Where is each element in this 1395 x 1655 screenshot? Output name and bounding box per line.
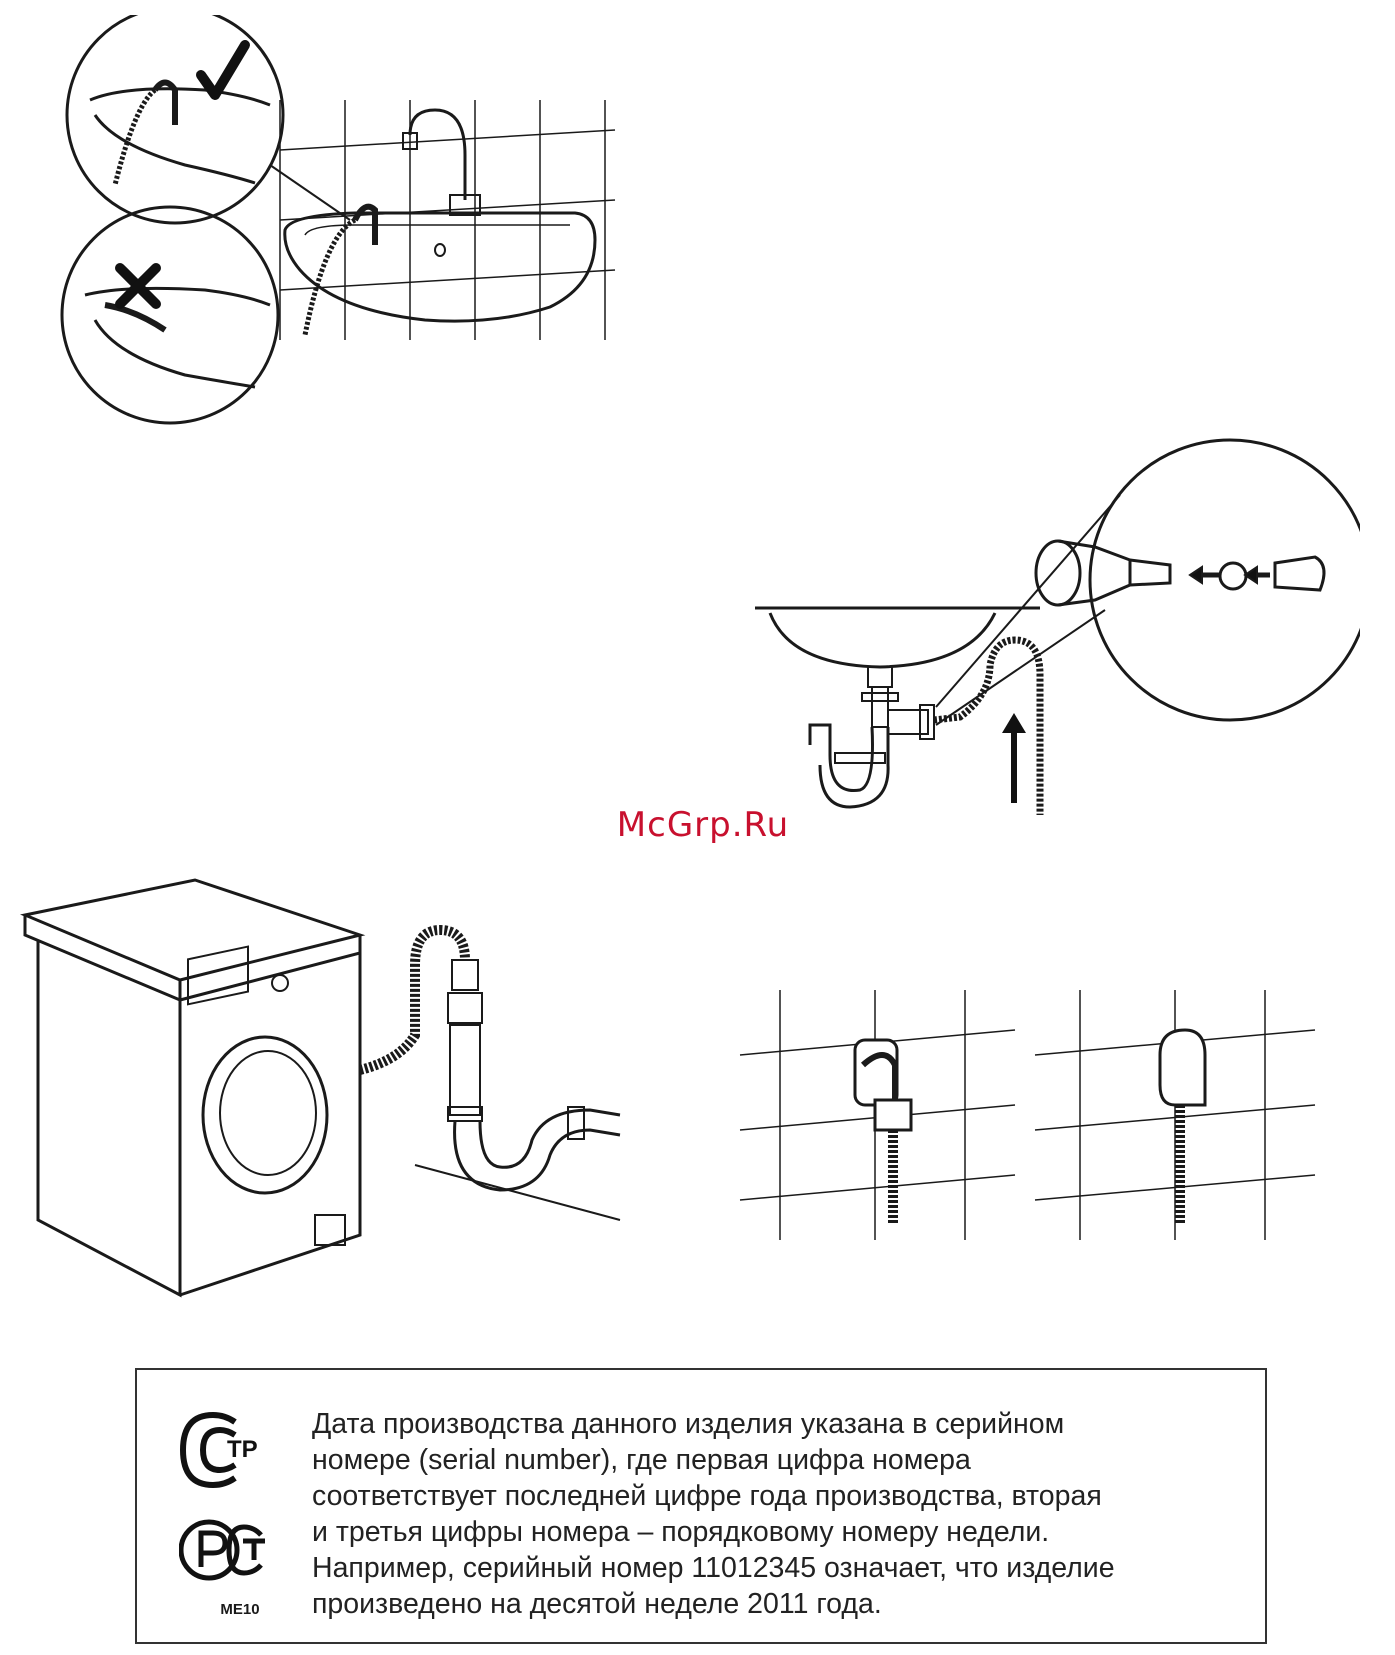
notice-line: соответствует последней цифре года произ… (312, 1480, 1102, 1512)
notice-text: Дата производства данного изделия указан… (312, 1406, 1242, 1622)
notice-line: номере (serial number), где первая цифра… (312, 1444, 971, 1476)
cert-code: ME10 (220, 1601, 260, 1618)
watermark: McGrp.Ru (616, 805, 790, 845)
inset-correct (65, 15, 285, 225)
figure-washing-machine-drain (20, 875, 660, 1315)
cross-icon (112, 260, 164, 312)
arrow-up-icon (1002, 713, 1026, 803)
notice-line: Например, серийный номер 11012345 означа… (312, 1552, 1115, 1584)
notice-line: и третья цифры номера – порядковому номе… (312, 1516, 1050, 1548)
manufacture-date-notice: ТР ME10 Дата производства данного издели… (135, 1368, 1267, 1644)
inset-wrong (60, 205, 280, 425)
notice-line: произведено на десятой неделе 2011 года. (312, 1588, 882, 1620)
figure-siphon-connection (750, 435, 1360, 825)
wall-tiles (279, 100, 616, 340)
notice-line: Дата производства данного изделия указан… (312, 1408, 1065, 1440)
rst-certification-icon (179, 1515, 269, 1595)
figure-wall-drain-outlets (735, 985, 1345, 1255)
figure-washbasin-hose (55, 15, 655, 435)
svg-text:ТР: ТР (227, 1436, 258, 1463)
eac-tr-certification-icon: ТР (175, 1410, 265, 1490)
checkmark-icon (193, 37, 253, 107)
